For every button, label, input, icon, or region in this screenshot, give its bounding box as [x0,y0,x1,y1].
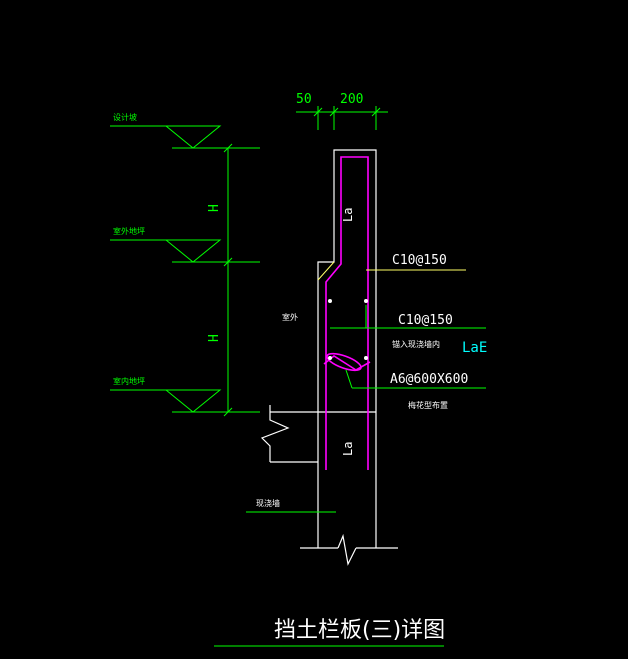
level-symbol-middle [110,239,222,263]
dim-tick [371,107,381,117]
level-symbol-bottom [110,389,222,413]
anchor-note: 锚入现浇墙内 [392,339,440,349]
rebar-label-2: C10@150 [398,313,453,328]
rebar-outline [325,156,369,470]
level-symbol-top [110,125,222,149]
tie-note: 梅花型布置 [408,400,448,410]
dim-label-h-lower: H [207,334,222,342]
rebar-dots [328,299,368,360]
leader-tie-diagonal [345,369,353,389]
outdoor-label: 室外 [282,312,298,322]
break-symbol-bottom [337,533,357,566]
dim-label-h-upper: H [207,204,222,212]
dim-label-right: 200 [340,92,363,107]
chamfer-line [317,261,335,281]
lap-label-upper: La [341,208,355,222]
rebar-group [323,156,371,470]
tie-bar-loop [326,352,362,372]
rebar-dot [328,356,332,360]
tie-rebar-label: A6@600X600 [390,372,468,387]
dim-tick [329,107,339,117]
level-label-bottom: 室内地坪 [113,376,145,386]
dimension-group [110,106,388,513]
rebar-dot [364,299,368,303]
rebar-dot [328,299,332,303]
level-label-top: 设计坡 [113,112,137,122]
lap-label-lower: La [341,442,355,456]
break-symbol-left [260,405,290,462]
drawing-title: 挡土栏板(三)详图 [274,618,445,643]
leader-group [214,269,486,647]
text-group: 50 200 H H 设计坡 室外地坪 室内地坪 La La 室外 C10@15… [113,92,487,643]
anchor-length-label: LaE [462,340,487,356]
level-label-middle: 室外地坪 [113,226,145,236]
rebar-dot [364,356,368,360]
wall-label: 现浇墙 [256,498,280,508]
dim-tick [313,107,323,117]
rebar-label-1: C10@150 [392,253,447,268]
dim-label-left: 50 [296,92,312,107]
